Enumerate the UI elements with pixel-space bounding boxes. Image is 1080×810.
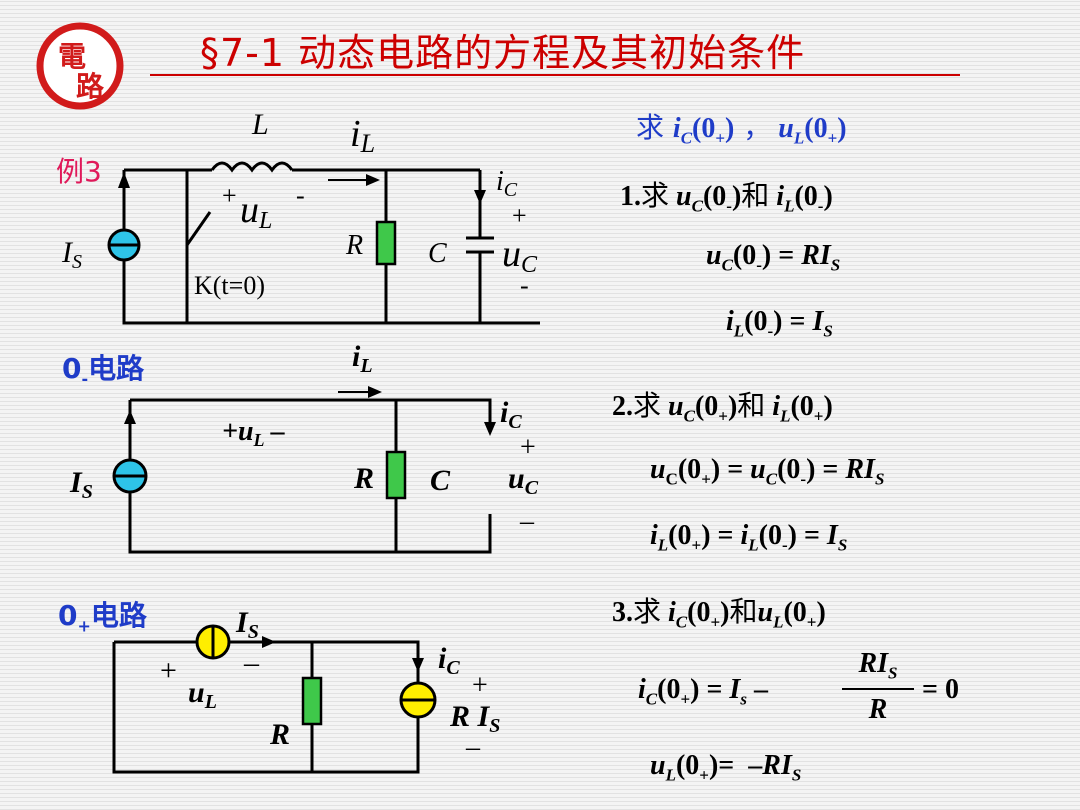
switch-label: K(t=0) bbox=[194, 271, 265, 300]
logo-char-1: 電 bbox=[58, 42, 86, 73]
example-label: 例3 bbox=[56, 155, 102, 188]
uC-label: uC bbox=[508, 462, 539, 499]
logo-seal-icon: 電 路 bbox=[36, 22, 124, 110]
uL-label: uL bbox=[240, 189, 272, 234]
logo-char-2: 路 bbox=[76, 71, 105, 103]
circuit-0minus-label: 0-电路 bbox=[62, 352, 145, 389]
equation-ic-0plus: iC(0+) = Is – bbox=[638, 674, 768, 709]
source-minus: – bbox=[465, 732, 481, 763]
uL-minus: – bbox=[243, 646, 260, 679]
resistor-label: R bbox=[353, 462, 374, 495]
iC-label: iC bbox=[438, 642, 460, 679]
uL-plus: + bbox=[160, 654, 177, 687]
source-plus: + bbox=[472, 670, 488, 701]
RIs-label: R IS bbox=[449, 700, 500, 737]
step-3: 3.求 iC(0+)和uL(0+) bbox=[612, 595, 826, 632]
uL-plus: + bbox=[222, 181, 237, 210]
capacitor-label: C bbox=[428, 238, 447, 269]
IS-label: IS bbox=[235, 606, 259, 643]
step-2: 2.求 uC(0+)和 iL(0+) bbox=[612, 389, 833, 426]
uC-label: uC bbox=[502, 233, 538, 278]
capacitor-label: C bbox=[430, 464, 451, 497]
equation-uc-0plus: uC(0+) = uC(0-) = RIS bbox=[650, 454, 885, 489]
iL-label: iL bbox=[350, 113, 375, 158]
fraction-bar bbox=[842, 688, 914, 690]
uL-label: +uL– bbox=[222, 416, 286, 450]
fraction-numerator: RIS bbox=[858, 648, 898, 683]
iC-label: iC bbox=[500, 396, 522, 433]
uL-minus: - bbox=[296, 181, 305, 210]
uL-label: uL bbox=[188, 676, 217, 713]
equation-uc-0minus: uC(0-) = RIS bbox=[706, 240, 841, 275]
equation-il-0plus: iL(0+) = iL(0-) = IS bbox=[650, 520, 848, 555]
iC-label: iC bbox=[496, 166, 518, 201]
uC-minus: – bbox=[519, 506, 535, 537]
circuit-0minus-diagram: iL +uL– R C iC + uC – IS bbox=[69, 340, 539, 554]
circuit-0plus-label: 0+电路 bbox=[58, 599, 147, 636]
equation-il-0minus: iL(0-) = IS bbox=[726, 306, 833, 341]
IS-label: IS bbox=[69, 466, 93, 503]
equation-ul-0plus: uL(0+)= –RIS bbox=[650, 750, 802, 785]
goal-line: 求 iC(0+) ， uL(0+) bbox=[636, 111, 847, 148]
resistor-R bbox=[375, 220, 397, 266]
uC-plus: + bbox=[520, 432, 536, 463]
iL-label: iL bbox=[352, 340, 373, 377]
fraction-denominator: R bbox=[868, 694, 888, 725]
resistor-label: R bbox=[269, 718, 290, 751]
current-arrow-icon bbox=[366, 174, 380, 186]
equation-ic-result: = 0 bbox=[922, 674, 959, 705]
uC-plus: + bbox=[512, 201, 527, 230]
uC-minus: - bbox=[520, 271, 529, 300]
circuit-0plus-diagram: IS + – uL R iC + R IS – bbox=[112, 606, 500, 774]
inductor-label: L bbox=[251, 108, 269, 141]
IS-label: IS bbox=[61, 236, 82, 273]
current-arrow-icon bbox=[368, 386, 382, 398]
page-title: §7-1 动态电路的方程及其初始条件 bbox=[200, 31, 806, 75]
title-underline bbox=[150, 74, 960, 76]
resistor-label: R bbox=[345, 230, 363, 261]
step-1: 1.求 uC(0-)和 iL(0-) bbox=[620, 179, 833, 216]
circuit-original-diagram: L iL + uL - R C iC + uC - IS K(t=0) bbox=[61, 108, 540, 325]
